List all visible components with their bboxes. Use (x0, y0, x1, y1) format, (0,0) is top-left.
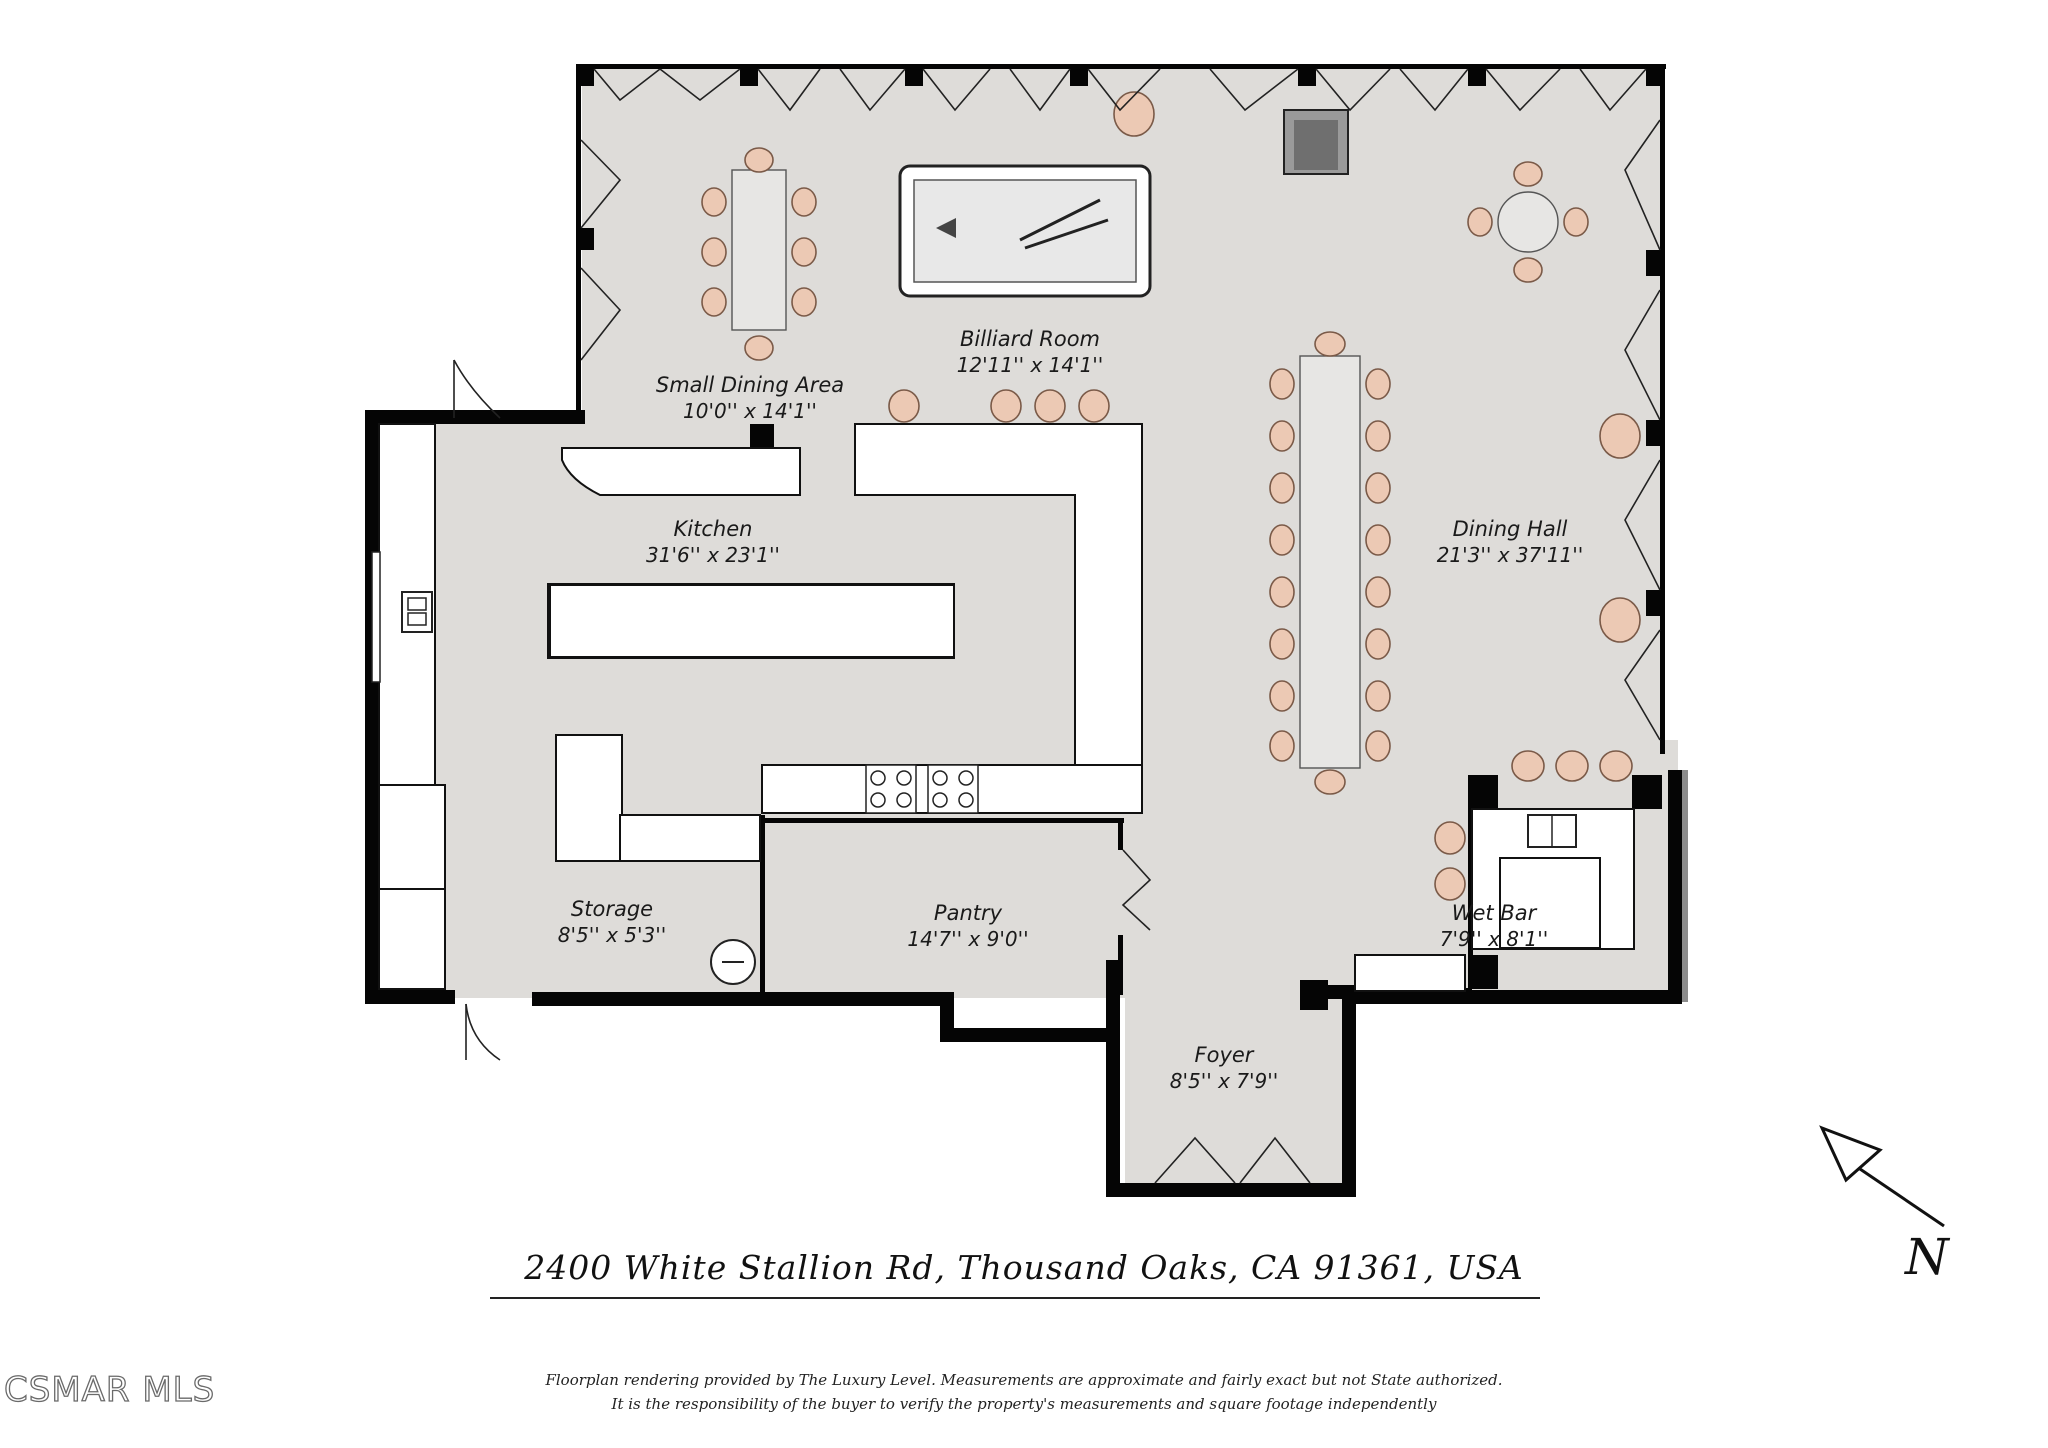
room-labels: Small Dining Area 10'0'' x 14'1'' Billia… (558, 327, 1584, 1093)
billiard-room-name: Billiard Room (960, 327, 1100, 351)
kitchen-island (549, 584, 955, 658)
small-dining-area-name: Small Dining Area (656, 373, 844, 397)
foyer-dims: 8'5'' x 7'9'' (1170, 1069, 1278, 1093)
kitchen-dims: 31'6'' x 23'1'' (646, 543, 780, 567)
north-arrow-icon (1819, 1125, 1945, 1228)
billiard-table (898, 164, 1152, 298)
floor-area (378, 66, 1678, 1195)
dining-hall-dims: 21'3'' x 37'11'' (1437, 543, 1584, 567)
billiard-room-dims: 12'11'' x 14'1'' (957, 353, 1104, 377)
pantry-dims: 14'7'' x 9'0'' (907, 927, 1028, 951)
wet-bar-dims: 7'9'' x 8'1'' (1440, 927, 1548, 951)
round-table-set (1467, 161, 1589, 283)
storage-dims: 8'5'' x 5'3'' (558, 923, 666, 947)
storage-name: Storage (571, 897, 653, 921)
windows-doors (371, 68, 1661, 1184)
dining-hall-name: Dining Hall (1453, 517, 1568, 541)
bar-stools (888, 91, 1641, 901)
mls-watermark: CSMAR MLS (3, 1369, 216, 1410)
disclaimer-line-2: It is the responsibility of the buyer to… (611, 1395, 1437, 1413)
walls (365, 64, 1688, 1197)
pantry-name: Pantry (934, 901, 1003, 925)
north-label: N (1905, 1228, 1949, 1286)
small-dining-area-dims: 10'0'' x 14'1'' (683, 399, 817, 423)
small-dining-set (701, 147, 817, 361)
wet-bar-name: Wet Bar (1452, 901, 1538, 925)
property-address: 2400 White Stallion Rd, Thousand Oaks, C… (524, 1248, 1524, 1287)
disclaimer-line-1: Floorplan rendering provided by The Luxu… (545, 1371, 1503, 1389)
address-underline (490, 1297, 1540, 1299)
foyer-name: Foyer (1195, 1043, 1255, 1067)
kitchen-name: Kitchen (674, 517, 753, 541)
dining-hall-table (1269, 331, 1391, 795)
